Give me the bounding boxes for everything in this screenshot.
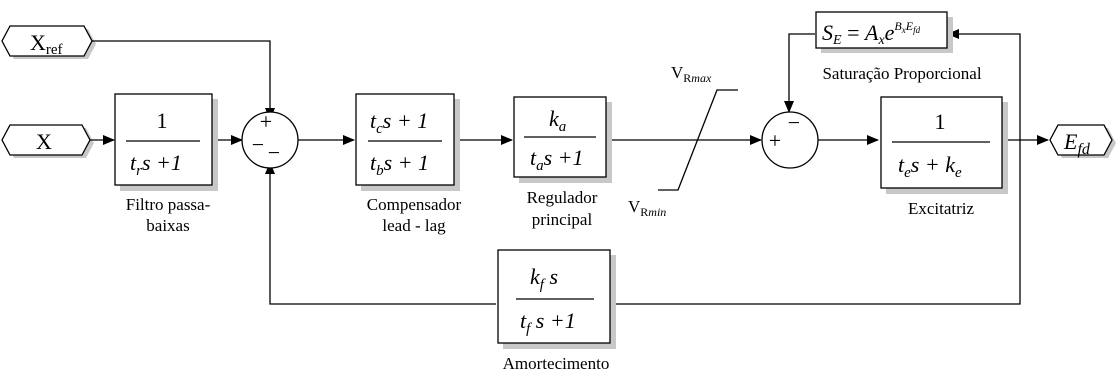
- svg-text:tes + ke: tes + ke: [898, 152, 962, 181]
- saturation-out-wire: [784, 33, 815, 113]
- damping-block: kf s tf s +1: [497, 249, 616, 349]
- regulator-label-line2: principal: [532, 210, 593, 229]
- x-label: X: [36, 129, 52, 154]
- sum2-plus-sign: +: [769, 128, 781, 153]
- svg-text:ka: ka: [549, 106, 566, 135]
- signal-wires: [90, 29, 1049, 305]
- compensator-numerator: s + 1: [383, 108, 428, 133]
- svg-text:Efd: Efd: [1063, 129, 1091, 158]
- efd-label: E: [1063, 129, 1078, 154]
- svg-text:trs +1: trs +1: [130, 150, 182, 179]
- efd-output-terminal: Efd: [1049, 124, 1116, 158]
- damping-in-wire: [610, 140, 1021, 305]
- filter-block: 1 trs +1: [114, 93, 218, 191]
- summing-junction-1: + − −: [241, 109, 299, 169]
- vrmin-label: VRmin: [628, 197, 666, 219]
- sum2-minus-sign: −: [788, 110, 800, 135]
- compensator-denominator: s + 1: [384, 150, 429, 175]
- efd-subscript: fd: [1077, 141, 1090, 158]
- exciter-block: 1 tes + ke: [880, 96, 1008, 194]
- exciter-numerator: 1: [935, 109, 946, 134]
- summing-junction-2: + −: [761, 110, 819, 169]
- saturation-feedback-wire: [947, 29, 1021, 140]
- saturation-equation: SE = AxeBxEfd: [822, 19, 921, 48]
- regulator-label-line1: Regulador: [527, 188, 598, 207]
- compensator-block: tcs + 1 tbs + 1: [355, 93, 460, 191]
- x-input-terminal: X: [1, 124, 94, 158]
- exciter-label: Excitatriz: [908, 199, 975, 218]
- sum1-plus-sign: +: [260, 109, 272, 134]
- xref-wire: [92, 40, 275, 120]
- damping-label: Amortecimento: [503, 354, 610, 373]
- svg-text:tf s +1: tf s +1: [520, 308, 576, 337]
- regulator-block: ka tas +1: [513, 96, 612, 183]
- damping-out-wire: [265, 162, 496, 305]
- svg-text:tcs + 1: tcs + 1: [370, 108, 428, 137]
- saturation-label: Saturação Proporcional: [822, 64, 981, 83]
- xref-input-terminal: Xref: [1, 25, 96, 59]
- damping-denominator: s +1: [530, 308, 575, 333]
- xref-subscript: ref: [46, 42, 63, 58]
- svg-text:tas +1: tas +1: [530, 145, 584, 174]
- sum1-minus-sign-left: −: [252, 132, 264, 157]
- regulator-numerator: a: [559, 119, 567, 135]
- filter-numerator: 1: [157, 108, 168, 133]
- damping-numerator: s: [544, 264, 558, 289]
- filter-denominator: s +1: [142, 150, 182, 175]
- vrmax-label: VRmax: [671, 63, 712, 85]
- saturation-block: SE = AxeBxEfd: [815, 11, 953, 53]
- compensator-label-line2: lead - lag: [382, 216, 446, 235]
- svg-text:tbs + 1: tbs + 1: [370, 150, 429, 179]
- compensator-label-line1: Compensador: [367, 195, 462, 214]
- exciter-denominator: e: [955, 165, 962, 181]
- xref-label: X: [30, 30, 46, 55]
- svg-text:kf s: kf s: [530, 264, 558, 293]
- filter-label-line2: baixas: [146, 216, 189, 235]
- regulator-denominator: s +1: [544, 145, 584, 170]
- limiter-symbol: [658, 89, 738, 191]
- filter-label-line1: Filtro passa-: [126, 195, 211, 214]
- svg-text:Xref: Xref: [30, 30, 63, 58]
- sum1-minus-sign-bottom: −: [268, 140, 280, 165]
